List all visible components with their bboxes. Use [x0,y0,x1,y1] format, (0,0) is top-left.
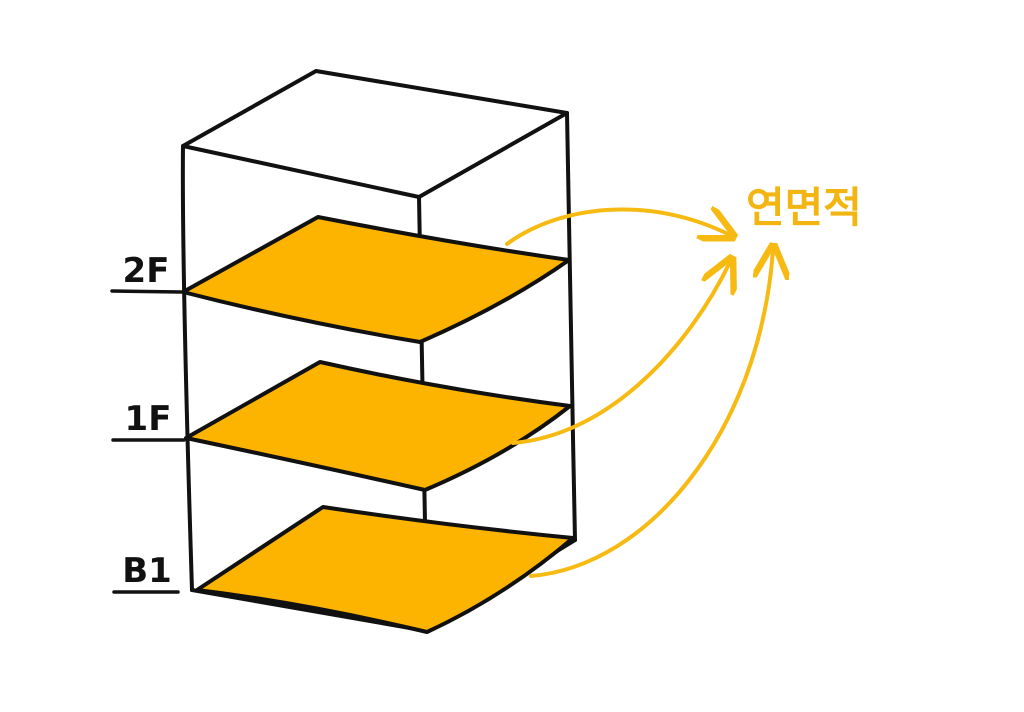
building-top-face [181,69,569,199]
callout-arrows [505,209,773,578]
floor-label-2f: 2F [123,251,170,291]
building-left-edge [180,144,194,592]
floor-slab-1f [184,360,572,492]
floor-label-underlines [110,289,186,594]
arrow-from-2f [505,209,730,246]
total-floor-area-label: 연면적 [746,183,862,232]
floor-label-1f: 1F [125,399,172,439]
arrow-from-1f [511,262,730,445]
floor-slab-b1 [195,505,575,634]
floor-slabs [181,215,575,634]
floor-labels: 2F 1F B1 [122,251,172,591]
building-right-edge [565,111,577,542]
arrow-from-b1 [529,250,773,578]
floor-label-b1: B1 [122,551,172,591]
label-underline-2f [110,289,183,294]
floor-slab-2f [181,215,571,344]
